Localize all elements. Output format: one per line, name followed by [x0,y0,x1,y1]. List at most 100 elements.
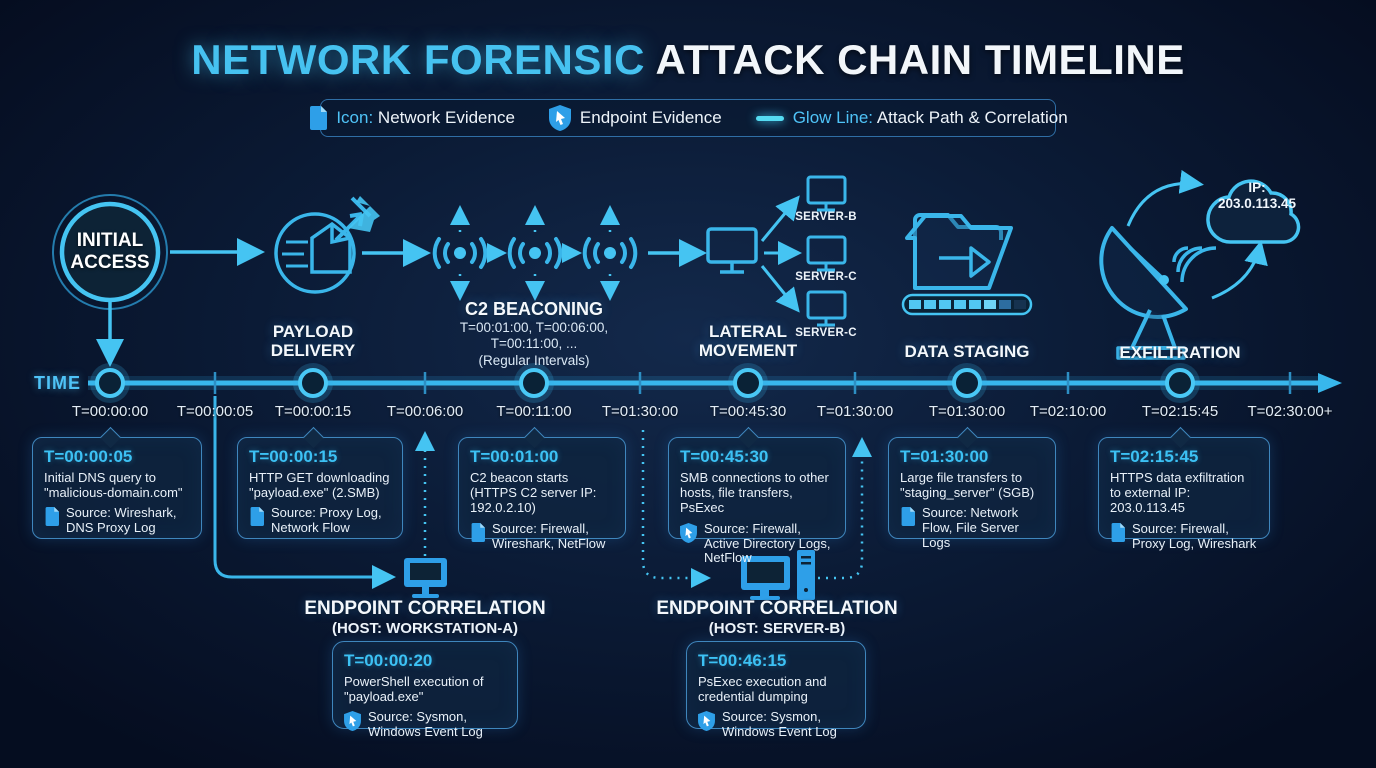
tick-label-12: T=02:30:00+ [1247,403,1333,420]
tick-label-9: T=01:30:00 [928,403,1006,420]
evidence-card-payload-delivery: T=00:00:15 HTTP GET downloading "payload… [237,437,403,539]
legend-glow-line: Glow Line: Attack Path & Correlation [755,108,1068,128]
cloud-icon [1206,179,1301,244]
server-b-label: SERVER-B [795,211,857,223]
tick-label-4: T=00:06:00 [386,403,464,420]
initial-access-icon [52,194,168,367]
stage-label-c2-beaconing: C2 BEACONING [464,299,603,319]
stage-label-payload-delivery: PAYLOAD DELIVERY [270,322,356,361]
workstation-monitor-icon [706,227,758,274]
axis-arrowhead-icon [1318,373,1342,393]
c2-subline-3: (Regular Intervals) [478,352,590,368]
lateral-movement-icons [706,175,847,327]
glow-line-swatch [755,115,784,121]
tick-label-8: T=01:30:00 [816,403,894,420]
c2-schedule-text: T=00:01:00, T=00:06:00, T=00:11:00, ... … [419,320,649,369]
card-time: T=00:00:15 [249,447,338,466]
card-source: Source: Firewall, Wireshark, NetFlow [492,520,606,551]
legend-network-prefix: Icon: [336,108,374,127]
shield-icon [344,711,361,732]
tick-label-1: T=00:00:00 [71,403,149,420]
server-monitor-icons [806,175,847,327]
card-desc: PowerShell execution of "payload.exe" [344,674,484,705]
legend-bar: Icon: Network Evidence Endpoint Evidence… [310,99,1068,137]
document-icon [250,507,264,527]
evidence-card-c2-beaconing: T=00:01:00 C2 beacon starts (HTTPS C2 se… [458,437,626,550]
card-desc: Initial DNS query to "malicious-domain.c… [44,470,183,501]
endpoint-correlation-a-card: T=00:00:20 PowerShell execution of "payl… [332,641,518,739]
exfiltration-icon [1099,169,1301,360]
endpoint-correlation-a-title: ENDPOINT CORRELATION [304,598,546,619]
timeline-nodes [90,363,1200,403]
card-desc: C2 beacon starts (HTTPS C2 server IP: 19… [470,470,597,516]
evidence-card-lateral-movement: T=00:45:30 SMB connections to other host… [668,437,846,565]
legend-glow-prefix: Glow Line: [792,108,874,127]
dotted-elbow-axis-to-server-b [641,430,711,588]
legend-endpoint-evidence: Endpoint Evidence [548,105,722,131]
card-desc: HTTPS data exfiltration to external IP: … [1110,470,1245,516]
card-desc: Large file transfers to "staging_server"… [900,470,1035,501]
beacon-pulse-arrows [450,205,620,301]
tick-label-3: T=00:00:15 [274,403,352,420]
legend-network-evidence: Icon: Network Evidence [308,106,515,130]
server-c2-label: SERVER-C [795,327,857,339]
payload-delivery-icon [274,196,380,294]
server-c-label: SERVER-C [795,271,857,283]
tick-label-6: T=01:30:00 [601,403,679,420]
title-highlight: NETWORK FORENSIC [191,36,645,83]
cloud-ip-line1: IP: [1248,180,1266,195]
c2-beacon-icons [432,205,638,301]
card-source: Source: Firewall, Active Directory Logs,… [704,520,831,566]
document-icon [45,507,59,527]
card-desc: HTTP GET downloading "payload.exe" (2.SM… [249,470,390,501]
endpoint-correlation-b-title: ENDPOINT CORRELATION [656,598,898,619]
document-icon [901,507,915,527]
card-time: T=02:15:45 [1110,447,1199,466]
c2-subline-1: T=00:01:00, T=00:06:00, [459,320,609,335]
card-source: Source: Sysmon, Windows Event Log [368,709,483,740]
card-time: T=01:30:00 [900,447,989,466]
page-title: NETWORK FORENSIC ATTACK CHAIN TIMELINE [0,36,1376,84]
shield-icon [680,522,697,543]
c2-subline-2: T=00:11:00, ... [490,336,578,352]
card-source: Source: Wireshark, DNS Proxy Log [66,505,177,536]
cloud-ip-line2: 203.0.113.45 [1217,196,1297,212]
legend-glow-label: Attack Path & Correlation [873,108,1068,127]
card-time: T=00:00:05 [44,447,133,466]
card-time: T=00:01:00 [470,447,559,466]
stage-label-initial-access: INITIAL ACCESS [70,230,150,273]
tick-label-5: T=00:11:00 [496,403,572,420]
data-staging-icon [901,213,1033,316]
satellite-dish-icon [1099,226,1217,360]
card-source: Source: Firewall, Proxy Log, Wireshark [1132,520,1257,551]
time-axis-label: TIME [34,373,81,393]
evidence-card-initial-access: T=00:00:05 Initial DNS query to "malicio… [32,437,202,539]
stage-label-data-staging: DATA STAGING [904,342,1030,361]
card-source: Source: Proxy Log, Network Flow [271,505,382,536]
shield-icon [548,105,571,131]
card-time: T=00:00:20 [344,651,433,670]
card-time: T=00:46:15 [698,651,787,670]
timeline-axis [88,363,1342,403]
tick-label-11: T=02:15:45 [1141,403,1219,420]
card-source: Source: Network Flow, File Server Logs [922,505,1019,551]
card-desc: SMB connections to other hosts, file tra… [680,470,829,516]
tick-label-10: T=02:10:00 [1029,403,1107,420]
server-b-computer-icon [741,550,815,600]
cloud-ip-text: IP: 203.0.113.45 [1218,180,1296,212]
endpoint-correlation-b-host: (HOST: SERVER-B) [708,620,846,637]
legend-endpoint-label: Endpoint Evidence [579,108,722,127]
signal-waves-icon [1172,246,1217,283]
dotted-elbow-server-b-to-axis [818,437,872,580]
card-desc: PsExec execution and credential dumping [698,674,827,705]
document-icon [1111,522,1125,542]
document-icon [310,106,328,130]
solid-elbow-to-workstation-a [213,396,396,589]
shield-icon [698,711,715,732]
progress-bar-icon [901,293,1033,316]
title-rest: ATTACK CHAIN TIMELINE [644,36,1185,83]
tick-label-2: T=00:00:05 [176,403,254,420]
tick-label-7: T=00:45:30 [709,403,787,420]
card-time: T=00:45:30 [680,447,769,466]
